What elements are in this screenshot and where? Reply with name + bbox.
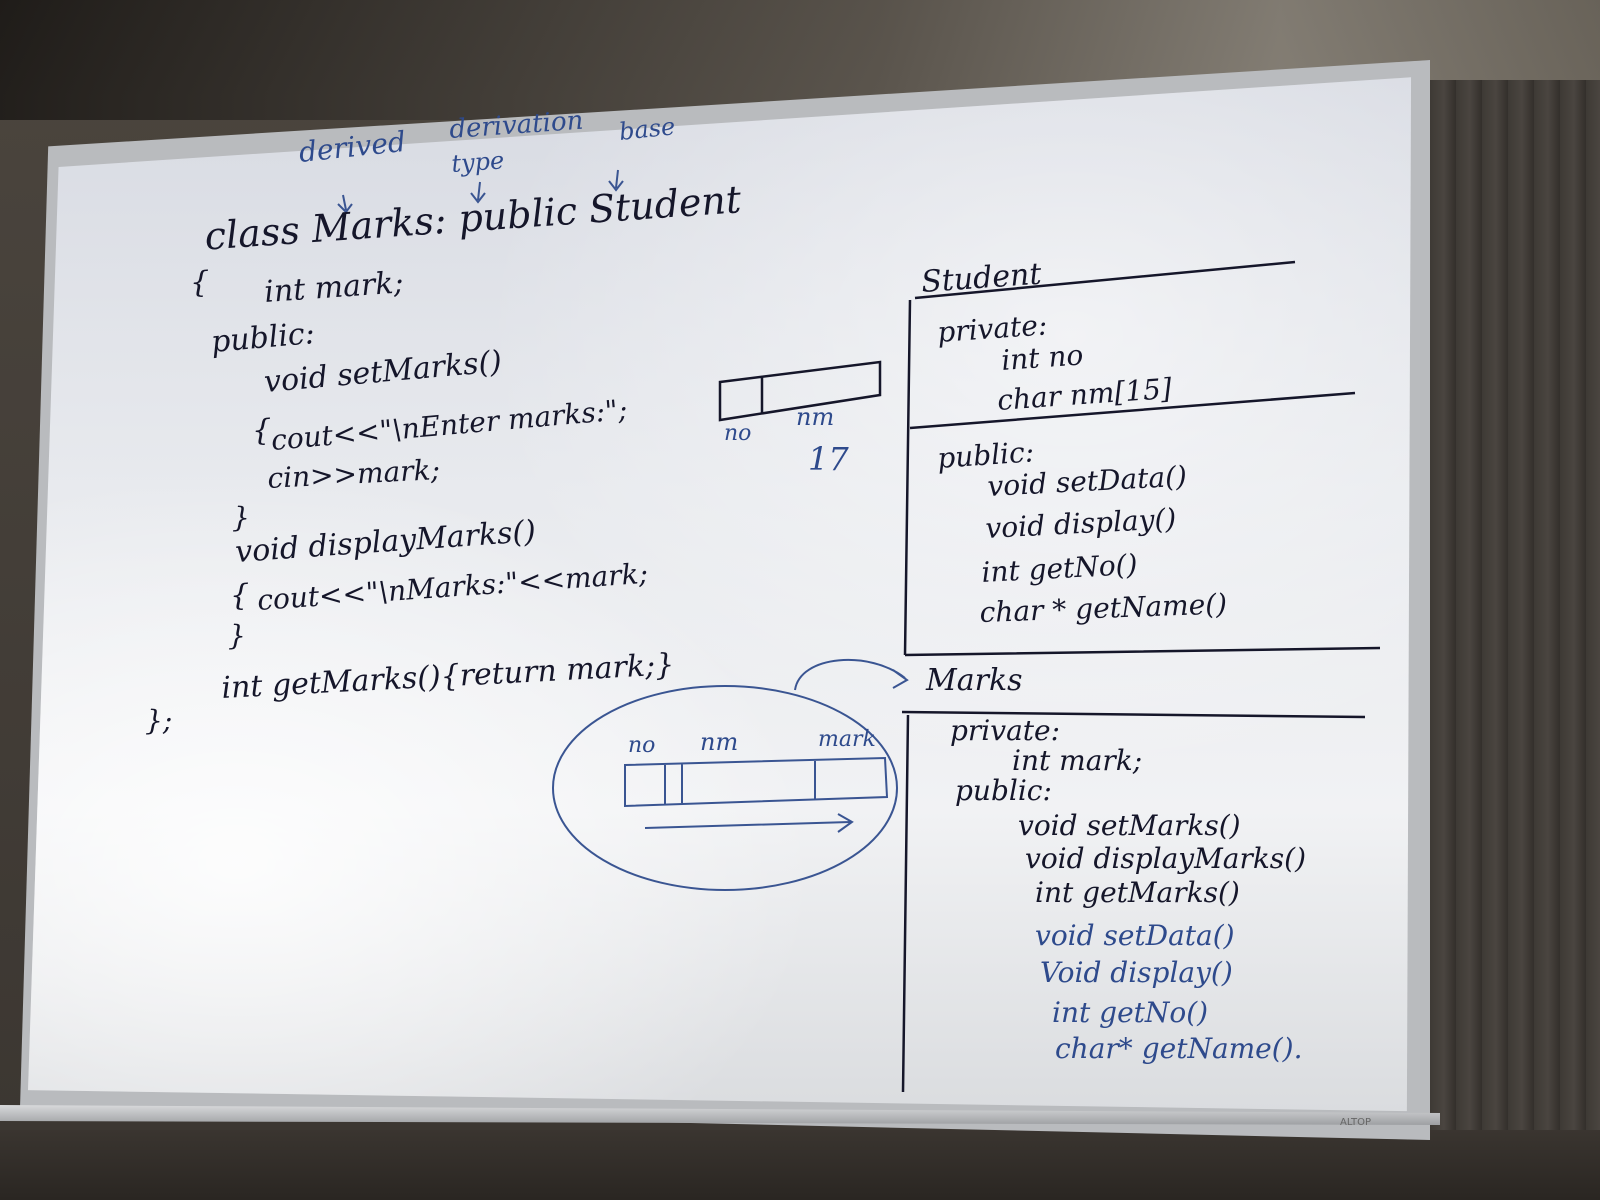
code-display-marks: void displayMarks() (234, 514, 537, 570)
annotation-derivation: derivation (448, 106, 584, 145)
student-private-label: private: (936, 308, 1048, 349)
code-open-brace: { (190, 265, 209, 300)
marks-box-title: Marks (925, 663, 1023, 698)
memory-large-nm: nm (700, 728, 738, 756)
memory-direction-arrow (644, 813, 854, 833)
code-cout-marks: cout<<"\nMarks:"<<mark; (256, 557, 649, 617)
memory-large-mark: mark (818, 727, 876, 752)
student-field-no: int no (1000, 338, 1084, 377)
marks-private-label: private: (950, 714, 1060, 747)
memory-ellipse (552, 685, 898, 891)
code-close-brace-2: } (228, 619, 246, 652)
memory-small-size: 17 (808, 440, 849, 478)
memory-small-no: no (724, 421, 751, 446)
code-end-class: }; (145, 704, 172, 737)
memory-block-small (718, 360, 882, 422)
marks-inherited-display: Void display() (1040, 956, 1233, 989)
marks-method-getmarks: int getMarks() (1035, 876, 1240, 909)
marks-method-setmarks: void setMarks() (1018, 809, 1241, 842)
code-close-brace-1: } (232, 501, 250, 534)
marks-inherited-getno: int getNo() (1052, 996, 1208, 1029)
student-public-label: public: (936, 435, 1035, 475)
code-class-declaration: class Marks: public Student (203, 177, 743, 258)
whiteboard-surface (28, 77, 1412, 1112)
code-set-marks: void setMarks() (263, 344, 504, 400)
code-cout-enter: cout<<"\nEnter marks:"; (270, 393, 629, 457)
annotation-derived: derived (297, 125, 407, 169)
arrow-base (608, 169, 624, 192)
student-box-title: Student (920, 257, 1043, 300)
student-method-getname: char * getName() (979, 587, 1228, 629)
arrow-derived (337, 194, 353, 214)
marks-inherited-getname: char* getName(). (1055, 1032, 1303, 1065)
code-brace-3: { (230, 578, 249, 613)
memory-large-no: no (628, 733, 655, 758)
student-method-display: void display() (985, 502, 1177, 545)
marks-inherited-setdata: void setData() (1035, 919, 1235, 952)
annotation-base: base (618, 112, 677, 146)
memory-block-large (624, 756, 889, 808)
memory-small-nm: nm (796, 403, 834, 431)
wooden-panel (1430, 80, 1600, 1200)
code-get-marks: int getMarks(){return mark;} (221, 647, 675, 706)
inheritance-arrow (794, 659, 909, 691)
marks-field-mark: int mark; (1012, 744, 1142, 777)
code-cin-mark: cin>>mark; (267, 453, 441, 495)
annotation-type: type (450, 146, 505, 178)
code-public: public: (210, 316, 316, 360)
student-method-getno: int getNo() (981, 548, 1139, 589)
marks-method-displaymarks: void displayMarks() (1025, 842, 1306, 875)
code-int-mark: int mark; (263, 265, 405, 310)
marks-box-lines (901, 710, 1366, 1093)
student-box-lines (903, 260, 1381, 657)
whiteboard-brand-label: ALTOP (1340, 1117, 1372, 1128)
code-brace-2: { (252, 413, 271, 448)
arrow-type (470, 181, 486, 204)
floor-background (0, 1130, 1600, 1200)
marks-public-label: public: (955, 774, 1052, 807)
